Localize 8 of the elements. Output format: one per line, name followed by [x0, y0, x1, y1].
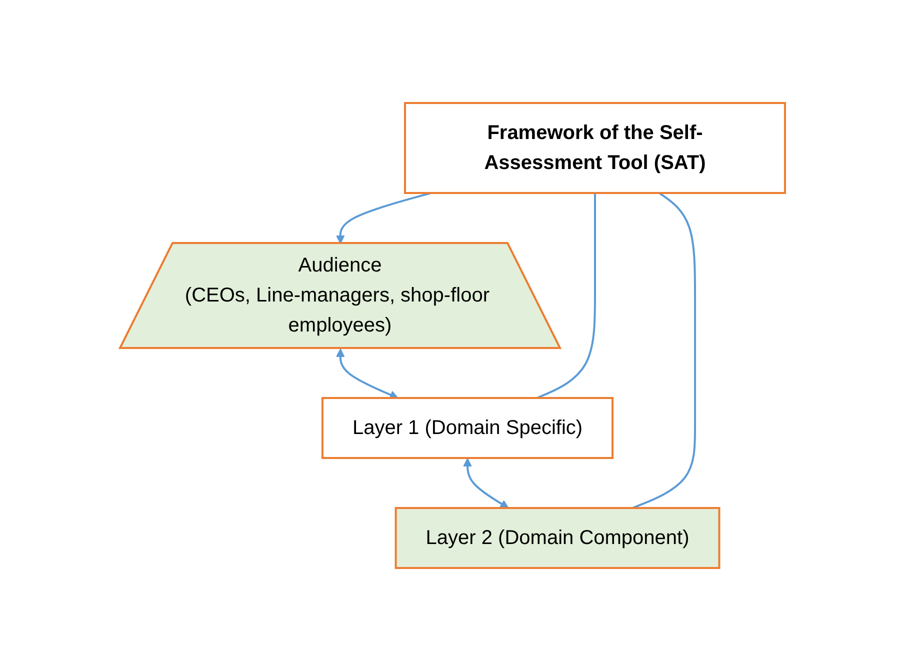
connector [632, 192, 696, 508]
connector [536, 192, 596, 398]
arrow [335, 348, 398, 398]
node-box: Framework of the Self-Assessment Tool (SAT) [404, 102, 786, 194]
arrow [462, 458, 508, 508]
arrow [335, 192, 431, 244]
node-box: Layer 1 (Domain Specific) [320, 396, 614, 458]
node-box: Layer 2 (Domain Component) [394, 506, 720, 568]
